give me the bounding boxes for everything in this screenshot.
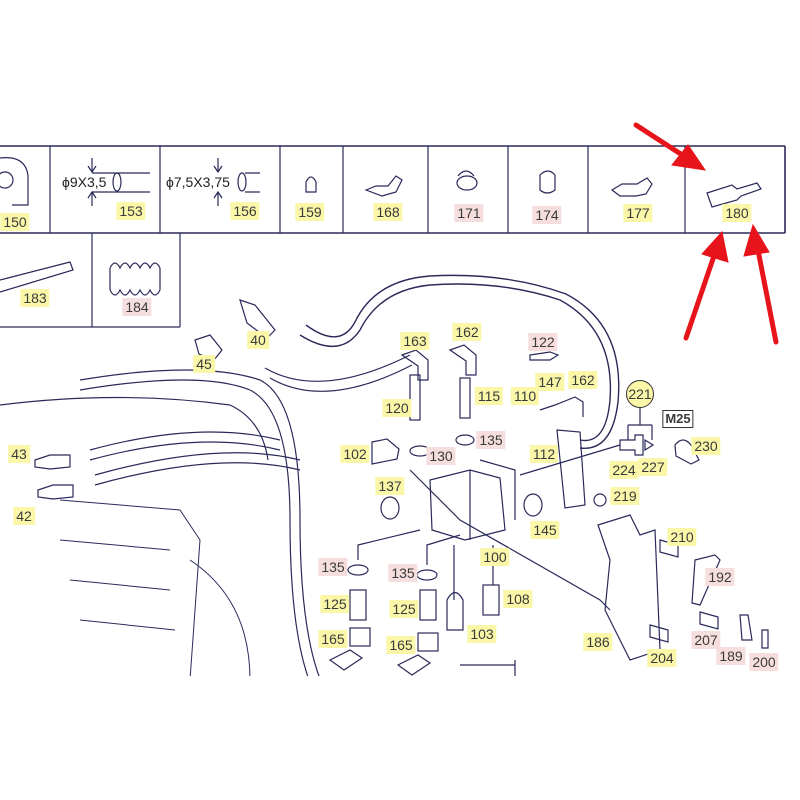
callout-165b[interactable]: 165: [386, 636, 416, 654]
group-221-label[interactable]: 221: [626, 380, 654, 408]
dimension-156: ϕ7,5X3,75: [166, 174, 230, 190]
callout-112[interactable]: 112: [529, 445, 559, 463]
callout-122[interactable]: 122: [528, 333, 558, 351]
callout-165[interactable]: 165: [318, 630, 348, 648]
callout-42[interactable]: 42: [13, 507, 35, 525]
table-part-159[interactable]: 159: [295, 203, 325, 221]
callout-224[interactable]: 224: [609, 461, 639, 479]
callout-110[interactable]: 110: [510, 387, 540, 405]
callout-130[interactable]: 130: [426, 447, 456, 465]
blank-bottom-area: [0, 676, 800, 800]
callout-145[interactable]: 145: [530, 521, 560, 539]
callout-219[interactable]: 219: [610, 487, 640, 505]
callout-207[interactable]: 207: [691, 631, 721, 649]
table-part-174[interactable]: 174: [532, 206, 562, 224]
dimension-153: ϕ9X3,5: [62, 174, 107, 190]
callout-108[interactable]: 108: [503, 590, 533, 608]
callout-204[interactable]: 204: [647, 649, 677, 667]
table-part-168[interactable]: 168: [373, 203, 403, 221]
table-part-184[interactable]: 184: [122, 298, 152, 316]
spring-184: [109, 262, 161, 296]
callout-135[interactable]: 135: [476, 431, 506, 449]
table-part-177[interactable]: 177: [623, 204, 653, 222]
callout-100[interactable]: 100: [480, 548, 510, 566]
callout-200[interactable]: 200: [749, 653, 779, 671]
callout-227[interactable]: 227: [638, 458, 668, 476]
red-arrow-left: [683, 247, 719, 341]
callout-120[interactable]: 120: [382, 399, 412, 417]
callout-43[interactable]: 43: [8, 445, 30, 463]
callout-102[interactable]: 102: [340, 445, 370, 463]
table-part-171[interactable]: 171: [454, 204, 484, 222]
red-arrow-right: [754, 242, 779, 345]
callout-103[interactable]: 103: [467, 625, 497, 643]
callout-162[interactable]: 162: [452, 323, 482, 341]
callout-45[interactable]: 45: [193, 355, 215, 373]
callout-186[interactable]: 186: [583, 633, 613, 651]
callout-147[interactable]: 147: [535, 373, 565, 391]
callout-189[interactable]: 189: [716, 647, 746, 665]
callout-125b[interactable]: 125: [389, 600, 419, 618]
table-part-183[interactable]: 183: [20, 289, 50, 307]
table-part-156[interactable]: 156: [230, 202, 260, 220]
callout-135b[interactable]: 135: [318, 558, 348, 576]
table-part-180[interactable]: 180: [722, 204, 752, 222]
callout-192[interactable]: 192: [705, 568, 735, 586]
callout-162b[interactable]: 162: [568, 371, 598, 389]
callout-137[interactable]: 137: [375, 477, 405, 495]
callout-115[interactable]: 115: [474, 387, 504, 405]
callout-230[interactable]: 230: [691, 437, 721, 455]
callout-163[interactable]: 163: [400, 332, 430, 350]
callout-125[interactable]: 125: [320, 595, 350, 613]
table-part-150[interactable]: 150: [0, 213, 30, 231]
component-m25-label[interactable]: M25: [662, 410, 694, 428]
callout-135c[interactable]: 135: [388, 564, 418, 582]
callout-40[interactable]: 40: [247, 331, 269, 349]
callout-210[interactable]: 210: [667, 528, 697, 546]
table-part-153[interactable]: 153: [116, 202, 146, 220]
